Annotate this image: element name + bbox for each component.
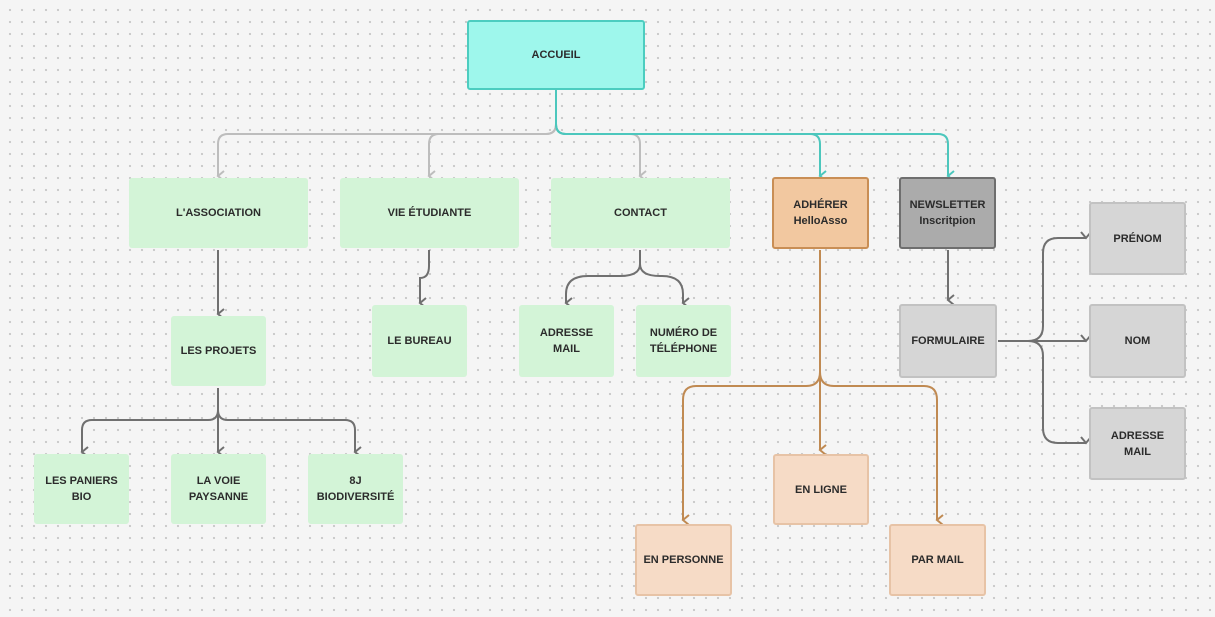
node-association-label: L'ASSOCIATION <box>176 207 261 219</box>
node-les-paniers-bio-label: LES PANIERS BIO <box>45 475 118 503</box>
node-prenom-label: PRÉNOM <box>1113 232 1162 245</box>
connector-contact-telephone <box>639 250 690 309</box>
connector-vie-bureau <box>418 250 430 309</box>
node-adherer[interactable]: ADHÉRER HelloAsso <box>772 177 869 249</box>
node-newsletter[interactable]: NEWSLETTER Inscritpion <box>899 177 996 249</box>
node-le-bureau-label: LE BUREAU <box>387 335 452 347</box>
node-contact-label: CONTACT <box>614 207 667 219</box>
node-nom[interactable]: NOM <box>1089 304 1186 378</box>
node-adresse-mail-formulaire[interactable]: ADRESSE MAIL <box>1089 407 1186 480</box>
node-en-personne[interactable]: EN PERSONNE <box>635 524 732 596</box>
node-formulaire-label: FORMULAIRE <box>911 335 985 347</box>
node-accueil[interactable]: ACCUEIL <box>467 20 645 90</box>
node-adresse-mail-formulaire-label: ADRESSE MAIL <box>1110 429 1165 458</box>
node-le-bureau[interactable]: LE BUREAU <box>372 305 467 377</box>
node-les-paniers-bio[interactable]: LES PANIERS BIO <box>34 454 129 524</box>
node-la-voie-paysanne-label: LA VOIE PAYSANNE <box>188 475 249 503</box>
node-newsletter-label: NEWSLETTER Inscritpion <box>909 199 986 227</box>
node-numero-telephone-label: NUMÉRO DE TÉLÉPHONE <box>649 327 718 355</box>
connector-projets-biodiv <box>217 388 362 458</box>
connector-formulaire-prenom <box>998 231 1092 342</box>
node-prenom[interactable]: PRÉNOM <box>1089 202 1186 275</box>
node-numero-telephone[interactable]: NUMÉRO DE TÉLÉPHONE <box>636 305 731 377</box>
connector-formulaire-adresse <box>998 340 1092 445</box>
node-en-ligne[interactable]: EN LIGNE <box>773 454 869 525</box>
node-adresse-mail-contact-label: ADRESSE MAIL <box>539 327 594 355</box>
node-8j-biodiversite[interactable]: 8J BIODIVERSITÉ <box>308 454 403 524</box>
node-par-mail[interactable]: PAR MAIL <box>889 524 986 596</box>
node-les-projets[interactable]: LES PROJETS <box>171 316 266 386</box>
connector-accueil-vie <box>427 90 557 182</box>
node-adresse-mail-contact[interactable]: ADRESSE MAIL <box>519 305 614 377</box>
node-association[interactable]: L'ASSOCIATION <box>129 178 308 248</box>
connector-accueil-newsletter <box>555 90 955 182</box>
node-vie-etudiante[interactable]: VIE ÉTUDIANTE <box>340 178 519 248</box>
node-la-voie-paysanne[interactable]: LA VOIE PAYSANNE <box>171 454 266 524</box>
node-par-mail-label: PAR MAIL <box>911 554 964 566</box>
connector-contact-adresse <box>564 250 641 309</box>
node-formulaire[interactable]: FORMULAIRE <box>899 304 997 378</box>
node-en-personne-label: EN PERSONNE <box>643 554 724 566</box>
connector-projets-paniers <box>80 388 219 458</box>
node-adherer-label: ADHÉRER HelloAsso <box>793 199 848 227</box>
node-accueil-label: ACCUEIL <box>531 49 581 61</box>
node-contact[interactable]: CONTACT <box>551 178 730 248</box>
node-les-projets-label: LES PROJETS <box>180 345 257 357</box>
node-en-ligne-label: EN LIGNE <box>795 483 847 496</box>
connector-adherer-parmail <box>819 250 944 526</box>
node-8j-biodiversite-label: 8J BIODIVERSITÉ <box>316 475 395 503</box>
node-vie-etudiante-label: VIE ÉTUDIANTE <box>387 207 472 219</box>
node-nom-label: NOM <box>1124 335 1151 347</box>
